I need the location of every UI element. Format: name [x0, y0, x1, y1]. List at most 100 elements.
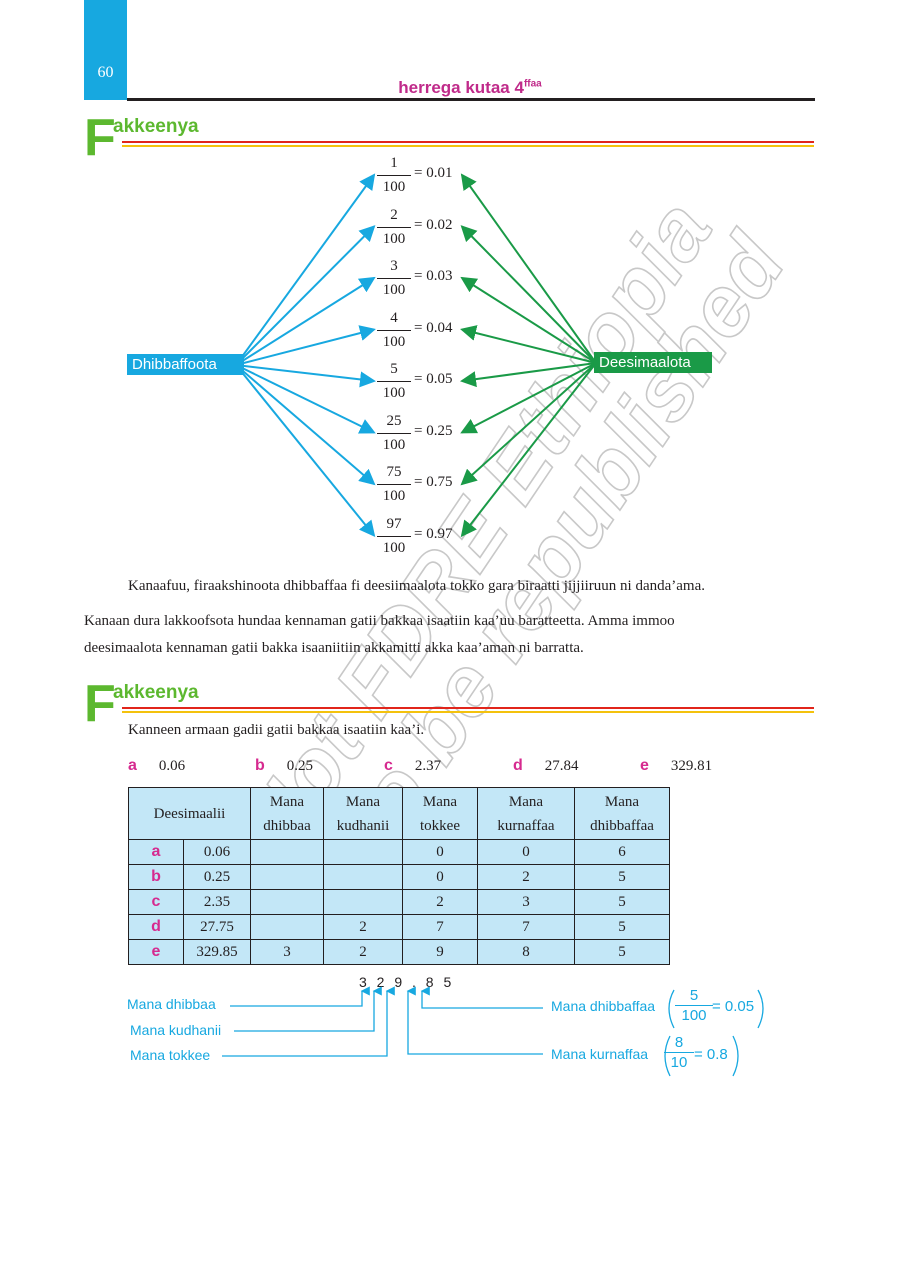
arrow-decimal-2: [460, 225, 597, 364]
header-decimal: Deesimaalii: [128, 787, 251, 840]
fraction-bar: [377, 329, 411, 331]
fraction-denominator: 100: [382, 385, 406, 401]
table-cell: [323, 839, 403, 865]
table-cell: 8: [477, 939, 575, 965]
fraction-numerator: 4: [390, 309, 398, 326]
fraction-bar: [377, 278, 411, 279]
header-tenths: Mana kurnaffaa: [477, 787, 575, 840]
option-letter: c: [384, 757, 393, 774]
header-text: Mana: [345, 793, 381, 810]
heading-rule-yellow: [122, 711, 814, 713]
fraction-bar: [664, 1052, 694, 1053]
decimal-value-1: = 0.01: [414, 165, 453, 181]
example-heading-letter: F: [84, 675, 116, 733]
row-decimal: 329.85: [183, 939, 251, 965]
table-cell: 2: [477, 864, 575, 890]
arrow-fraction-6: [235, 364, 376, 434]
arrow-decimal-6: [460, 362, 597, 434]
table-cell: 2: [323, 939, 403, 965]
arrow-fraction-1: [235, 173, 376, 366]
table-cell: 5: [574, 939, 670, 965]
table-cell: [250, 889, 324, 915]
option-letter: e: [640, 757, 649, 774]
fraction-numerator: 5: [689, 987, 699, 1004]
option-value: 0.06: [158, 758, 186, 774]
table-cell: 5: [574, 889, 670, 915]
table-cell: 3: [250, 939, 324, 965]
fraction-bar: [377, 381, 411, 382]
decimal-value-2: = 0.02: [414, 216, 453, 233]
fraction-denominator: 100: [382, 333, 406, 350]
option-value: 27.84: [544, 758, 579, 774]
table-cell: [250, 864, 324, 890]
table-cell: 9: [402, 939, 478, 965]
tenths-result: = 0.8: [694, 1046, 728, 1063]
connector-hundreds: [230, 986, 370, 1007]
connector-tenths: [406, 986, 543, 1055]
header-text: tokkee: [420, 817, 460, 834]
heading-rule-red: [122, 141, 814, 143]
arrow-fraction-8: [235, 364, 376, 538]
fraction-bar: [377, 175, 411, 176]
exercise-option-d: d 27.84: [513, 757, 579, 775]
intro-paragraph-line2: deesimaalota kennaman gatii bakka isaani…: [84, 640, 584, 656]
row-letter: b: [128, 864, 184, 890]
header-text: kurnaffaa: [497, 817, 555, 834]
arrow-fraction-4: [235, 325, 376, 366]
fractions-label: Dhibbaffoota: [127, 354, 244, 375]
fraction-bar: [377, 226, 411, 228]
fraction-numerator: 8: [674, 1034, 684, 1051]
decimals-label: Deesimaalota: [594, 352, 712, 373]
arrow-decimal-3: [460, 276, 597, 364]
example-heading-label: akkeenya: [113, 682, 199, 703]
header-text: Mana: [604, 793, 640, 810]
arrow-decimal-7: [460, 362, 597, 486]
table-cell: [323, 889, 403, 915]
label-tenths-place: Mana kurnaffaa: [551, 1046, 649, 1062]
arrow-fraction-3: [235, 276, 376, 366]
fraction-denominator: 100: [382, 179, 406, 195]
fraction-bar: [675, 1005, 713, 1006]
page-number: 60: [97, 64, 114, 81]
decimal-value-3: = 0.03: [414, 268, 453, 284]
heading-rule-yellow: [122, 145, 814, 147]
header-text: Mana: [508, 793, 544, 810]
row-decimal: 2.35: [183, 889, 251, 915]
label-hundreds-place: Mana dhibbaa: [127, 996, 216, 1012]
option-letter: d: [513, 757, 523, 774]
connector-tens: [234, 986, 382, 1032]
table-cell: 3: [477, 889, 575, 915]
label-ones-place: Mana tokkee: [130, 1047, 211, 1063]
paren-left-2: [664, 1035, 671, 1077]
option-letter: a: [128, 757, 137, 774]
fraction-denominator: 100: [382, 488, 406, 504]
running-head: herrega kutaa 4ffaa: [330, 78, 610, 98]
label-hundredths-place: Mana dhibbaffaa: [551, 998, 656, 1014]
arrow-fraction-5: [235, 364, 376, 388]
row-decimal: 0.25: [183, 864, 251, 890]
arrow-fraction-2: [235, 225, 376, 366]
connector-hundredths: [420, 986, 543, 1009]
arrow-decimal-8: [460, 362, 597, 538]
fraction-denominator: 10: [670, 1054, 688, 1071]
running-head-sup: ffaa: [523, 78, 542, 90]
